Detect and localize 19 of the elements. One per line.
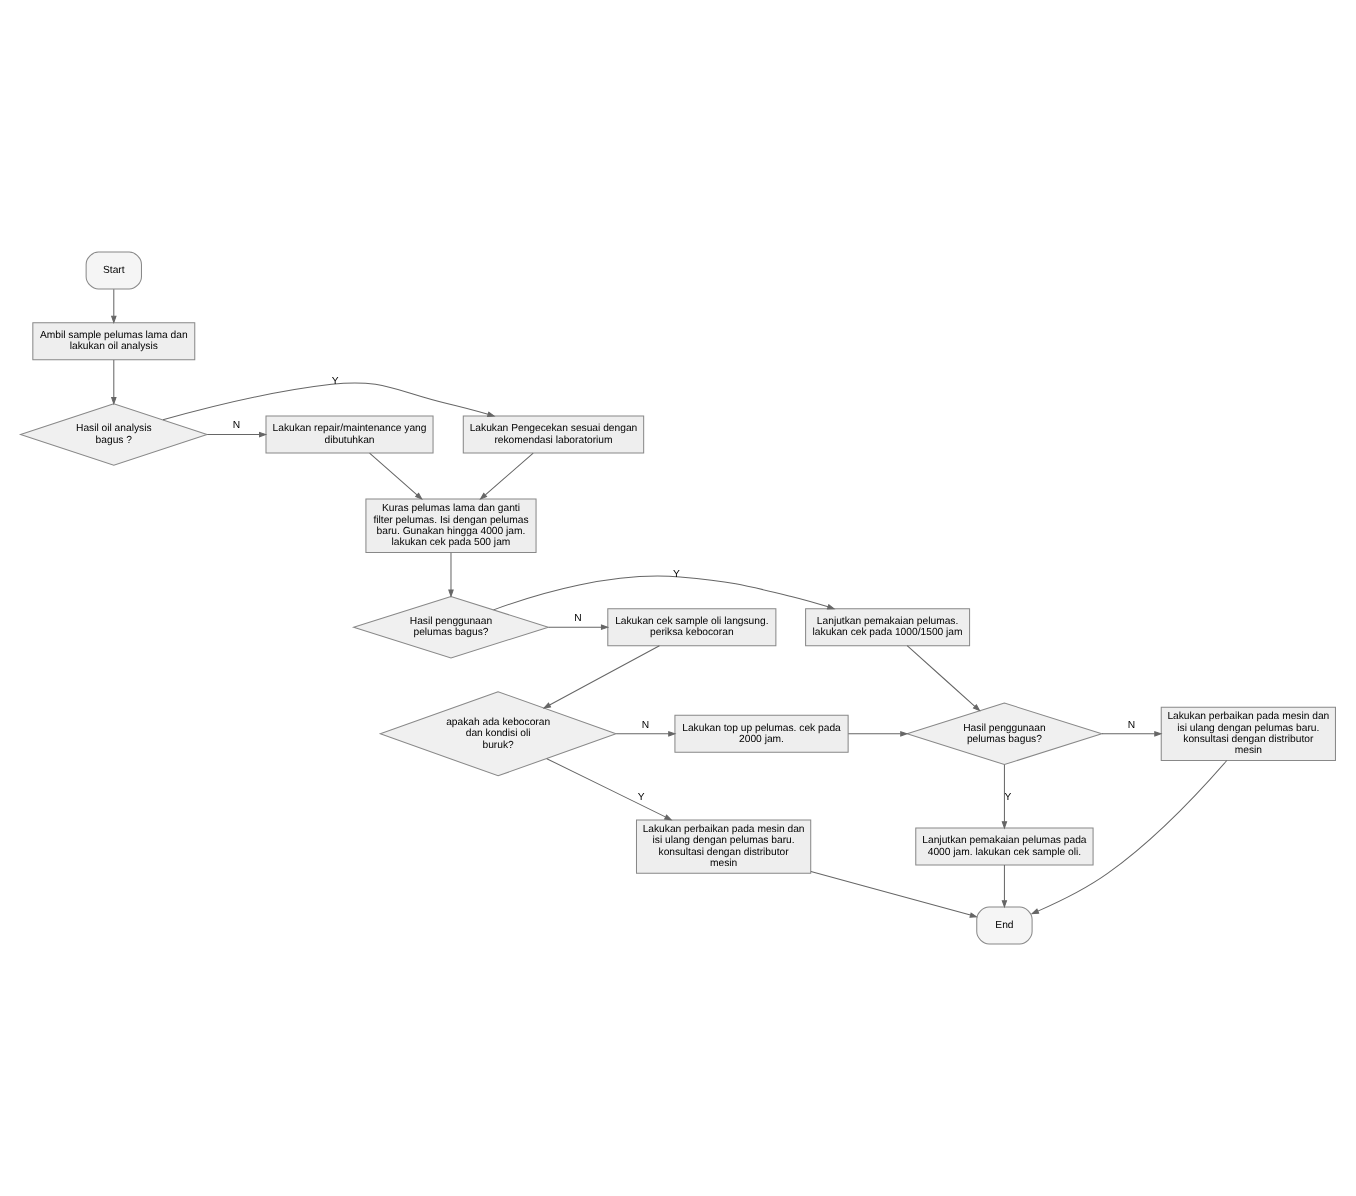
arrow: [615, 730, 677, 737]
arrow: [448, 552, 454, 598]
arrow: [847, 730, 909, 737]
arrow: [1001, 864, 1008, 909]
arrow: [906, 645, 981, 712]
arrow: [110, 359, 117, 406]
arrow: [1001, 764, 1008, 830]
arrow: [1101, 730, 1163, 737]
arrow: [479, 452, 534, 501]
arrow: [162, 382, 496, 421]
arrow: [810, 870, 978, 918]
arrow: [369, 452, 423, 501]
arrow: [493, 575, 836, 611]
arrow: [546, 758, 673, 821]
arrow: [1030, 760, 1228, 915]
arrow: [542, 645, 660, 709]
arrow: [206, 431, 268, 438]
arrow: [548, 624, 610, 631]
arrow: [110, 288, 117, 324]
